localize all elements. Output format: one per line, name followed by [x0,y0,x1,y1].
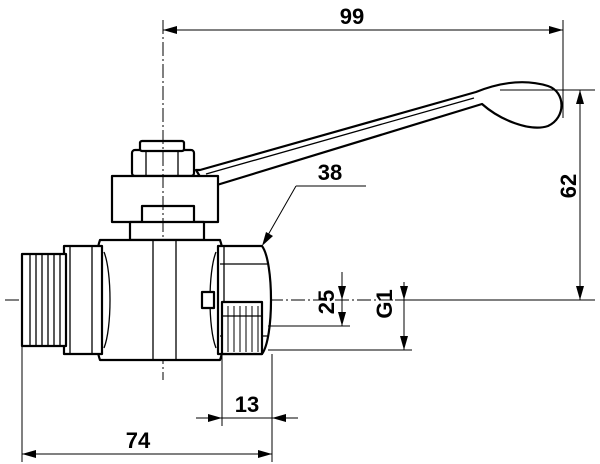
lever-handle [194,81,563,190]
dimension-g1: G1 [268,282,412,351]
dimension-25-label: 25 [314,290,339,314]
dimension-38: 38 [262,160,366,246]
dimension-62-label: 62 [556,174,581,198]
dimension-99-label: 99 [340,4,364,29]
handle-hub [110,174,220,242]
dimension-25: 25 [268,272,350,327]
dimension-74: 74 [21,346,273,462]
dimension-13-label: 13 [235,392,259,417]
dimension-38-label: 38 [318,160,342,185]
dimension-99: 99 [163,4,564,118]
female-hex-end [216,244,273,356]
dimension-62: 62 [395,89,595,301]
valve-body [92,238,228,362]
dimension-g1-label: G1 [372,289,397,318]
dimension-13: 13 [196,354,298,426]
male-thread-end [20,244,104,356]
dimension-74-label: 74 [126,428,151,453]
